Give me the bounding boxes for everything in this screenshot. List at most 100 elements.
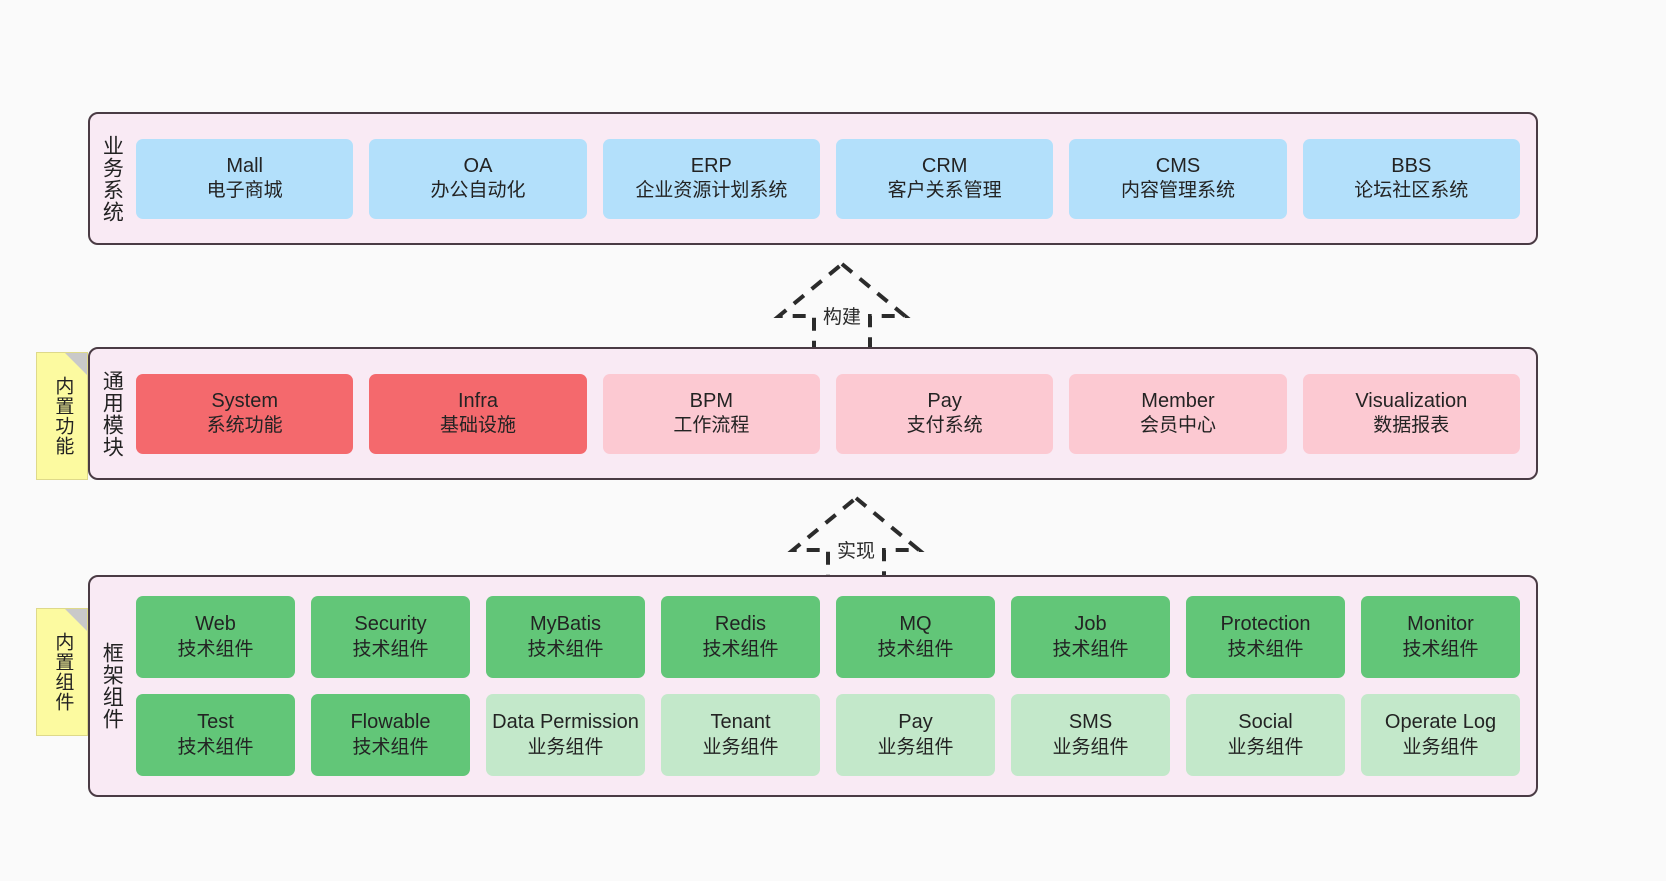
card-title: Operate Log	[1384, 711, 1497, 734]
card-row: Test 技术组件 Flowable 技术组件 Data Permission …	[136, 694, 1520, 776]
layer-content-common-modules: System 系统功能 Infra 基础设施 BPM 工作流程 Pay 支付系统…	[132, 349, 1536, 478]
card-subtitle: 办公自动化	[430, 180, 526, 202]
card-title: Visualization	[1355, 389, 1468, 412]
card-tenant[interactable]: Tenant 业务组件	[661, 694, 820, 776]
page-fold-icon	[65, 609, 87, 631]
card-title: System	[211, 389, 278, 412]
layer-content-framework-components: Web 技术组件 Security 技术组件 MyBatis 技术组件 Redi…	[132, 577, 1536, 795]
card-system[interactable]: System 系统功能	[136, 373, 354, 454]
card-subtitle: 内容管理系统	[1120, 180, 1235, 202]
card-subtitle: 技术组件	[352, 638, 429, 660]
card-subtitle: 系统功能	[206, 415, 283, 437]
card-row: System 系统功能 Infra 基础设施 BPM 工作流程 Pay 支付系统…	[136, 373, 1520, 454]
card-title: Pay	[927, 389, 962, 412]
card-subtitle: 技术组件	[877, 638, 954, 660]
card-job[interactable]: Job 技术组件	[1011, 596, 1170, 678]
card-social[interactable]: Social 业务组件	[1186, 694, 1345, 776]
card-subtitle: 技术组件	[1227, 638, 1304, 660]
card-title: Pay	[898, 711, 933, 734]
sticky-note-label: 内置组件	[52, 632, 74, 712]
card-title: SMS	[1068, 711, 1113, 734]
card-subtitle: 业务组件	[1402, 736, 1479, 758]
card-mall[interactable]: Mall 电子商城	[136, 138, 354, 219]
card-title: Redis	[714, 613, 767, 636]
card-subtitle: 论坛社区系统	[1354, 180, 1469, 202]
card-pay-component[interactable]: Pay 业务组件	[836, 694, 995, 776]
layer-common-modules: 通用模块 System 系统功能 Infra 基础设施 BPM 工作流程 Pay…	[88, 347, 1538, 480]
card-erp[interactable]: ERP 企业资源计划系统	[602, 138, 820, 219]
card-title: Test	[197, 711, 234, 734]
sticky-note-builtin-components: 内置组件	[36, 608, 88, 736]
arrow-up-dashed-icon	[773, 261, 911, 354]
sticky-note-builtin-features: 内置功能	[36, 352, 88, 480]
arrow-build: 构建	[757, 258, 927, 356]
card-redis[interactable]: Redis 技术组件	[661, 596, 820, 678]
card-title: Job	[1074, 613, 1107, 636]
card-subtitle: 技术组件	[527, 638, 604, 660]
card-title: Protection	[1220, 613, 1311, 636]
card-title: MQ	[899, 613, 932, 636]
card-flowable[interactable]: Flowable 技术组件	[311, 694, 470, 776]
card-mybatis[interactable]: MyBatis 技术组件	[486, 596, 645, 678]
layer-content-business-systems: Mall 电子商城 OA 办公自动化 ERP 企业资源计划系统 CRM 客户关系…	[132, 114, 1536, 243]
card-visualization[interactable]: Visualization 数据报表	[1302, 373, 1520, 454]
card-cms[interactable]: CMS 内容管理系统	[1069, 138, 1287, 219]
card-title: ERP	[690, 154, 732, 177]
card-title: Data Permission	[492, 711, 639, 734]
card-title: BBS	[1391, 154, 1432, 177]
card-title: CRM	[921, 154, 968, 177]
card-subtitle: 电子商城	[206, 180, 283, 202]
card-subtitle: 技术组件	[1402, 638, 1479, 660]
card-member[interactable]: Member 会员中心	[1069, 373, 1287, 454]
card-title: MyBatis	[529, 613, 602, 636]
page-fold-icon	[65, 353, 87, 375]
card-subtitle: 技术组件	[702, 638, 779, 660]
card-subtitle: 技术组件	[177, 736, 254, 758]
layer-label-framework-components: 框架组件	[100, 642, 124, 730]
card-title: Member	[1141, 389, 1215, 412]
card-mq[interactable]: MQ 技术组件	[836, 596, 995, 678]
card-bbs[interactable]: BBS 论坛社区系统	[1302, 138, 1520, 219]
card-title: Infra	[457, 389, 498, 412]
card-title: Monitor	[1407, 613, 1474, 636]
card-title: BPM	[689, 389, 733, 412]
card-subtitle: 技术组件	[352, 736, 429, 758]
card-oa[interactable]: OA 办公自动化	[369, 138, 587, 219]
card-subtitle: 会员中心	[1139, 415, 1216, 437]
card-protection[interactable]: Protection 技术组件	[1186, 596, 1345, 678]
card-title: Flowable	[350, 711, 431, 734]
card-subtitle: 基础设施	[439, 415, 516, 437]
card-security[interactable]: Security 技术组件	[311, 596, 470, 678]
card-test[interactable]: Test 技术组件	[136, 694, 295, 776]
card-subtitle: 业务组件	[877, 736, 954, 758]
layer-label-business-systems: 业务系统	[100, 134, 124, 223]
layer-framework-components: 框架组件 Web 技术组件 Security 技术组件 MyBatis 技术组件…	[88, 575, 1538, 797]
card-data-permission[interactable]: Data Permission 业务组件	[486, 694, 645, 776]
card-subtitle: 业务组件	[702, 736, 779, 758]
card-subtitle: 客户关系管理	[887, 180, 1002, 202]
card-infra[interactable]: Infra 基础设施	[369, 373, 587, 454]
sticky-note-label: 内置功能	[52, 376, 74, 456]
card-bpm[interactable]: BPM 工作流程	[602, 373, 820, 454]
card-subtitle: 业务组件	[527, 736, 604, 758]
layer-label-common-modules: 通用模块	[100, 369, 124, 458]
card-pay-module[interactable]: Pay 支付系统	[835, 373, 1054, 454]
card-title: Security	[354, 613, 427, 636]
card-subtitle: 业务组件	[1052, 736, 1129, 758]
card-subtitle: 业务组件	[1227, 736, 1304, 758]
card-crm[interactable]: CRM 客户关系管理	[835, 138, 1054, 219]
card-title: OA	[463, 154, 493, 177]
card-row: Mall 电子商城 OA 办公自动化 ERP 企业资源计划系统 CRM 客户关系…	[136, 138, 1520, 219]
card-subtitle: 技术组件	[1052, 638, 1129, 660]
card-title: Social	[1238, 711, 1293, 734]
card-sms[interactable]: SMS 业务组件	[1011, 694, 1170, 776]
card-subtitle: 支付系统	[906, 415, 983, 437]
card-monitor[interactable]: Monitor 技术组件	[1361, 596, 1520, 678]
card-subtitle: 企业资源计划系统	[635, 180, 788, 202]
card-web[interactable]: Web 技术组件	[136, 596, 295, 678]
card-row: Web 技术组件 Security 技术组件 MyBatis 技术组件 Redi…	[136, 596, 1520, 678]
card-operate-log[interactable]: Operate Log 业务组件	[1361, 694, 1520, 776]
card-title: Web	[195, 613, 236, 636]
layer-business-systems: 业务系统 Mall 电子商城 OA 办公自动化 ERP 企业资源计划系统 CRM…	[88, 112, 1538, 245]
card-subtitle: 技术组件	[177, 638, 254, 660]
